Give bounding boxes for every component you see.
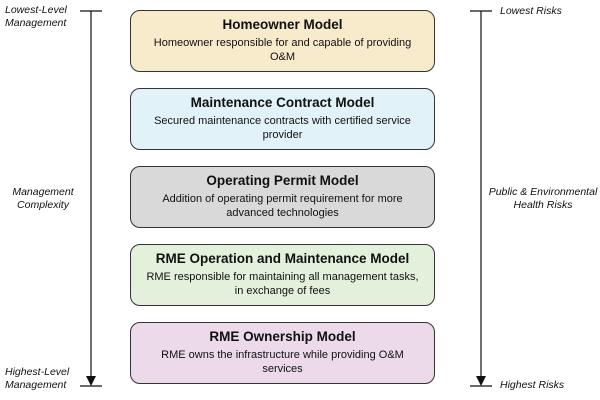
model-title: Homeowner Model [222,17,343,32]
left-axis-middle-label: Management Complexity [12,186,74,211]
right-axis-bottom-label: Highest Risks [500,379,565,391]
left-axis-top-label: Lowest-Level Management [5,4,67,29]
right-axis-middle-label: Public & Environmental Health Risks [488,186,598,211]
model-box-maintenance-contract: Maintenance Contract Model Secured maint… [130,88,435,150]
model-title: Operating Permit Model [206,173,359,188]
model-description: RME responsible for maintaining all mana… [146,271,419,297]
left-axis-bottom-label: Highest-Level Management [5,366,70,391]
model-description: RME owns the infrastructure while provid… [161,349,404,375]
model-title: RME Operation and Maintenance Model [155,251,410,266]
model-title: Maintenance Contract Model [190,95,375,110]
model-box-rme-ownership: RME Ownership Model RME owns the infrast… [130,322,435,384]
model-description: Homeowner responsible for and capable of… [153,37,412,63]
model-description: Secured maintenance contracts with certi… [154,115,411,141]
model-box-rme-operation-maintenance: RME Operation and Maintenance Model RME … [130,244,435,306]
model-box-homeowner: Homeowner Model Homeowner responsible fo… [130,10,435,72]
model-description: Addition of operating permit requirement… [162,193,403,219]
model-box-operating-permit: Operating Permit Model Addition of opera… [130,166,435,228]
model-title: RME Ownership Model [209,329,356,344]
right-axis-top-label: Lowest Risks [500,5,562,17]
